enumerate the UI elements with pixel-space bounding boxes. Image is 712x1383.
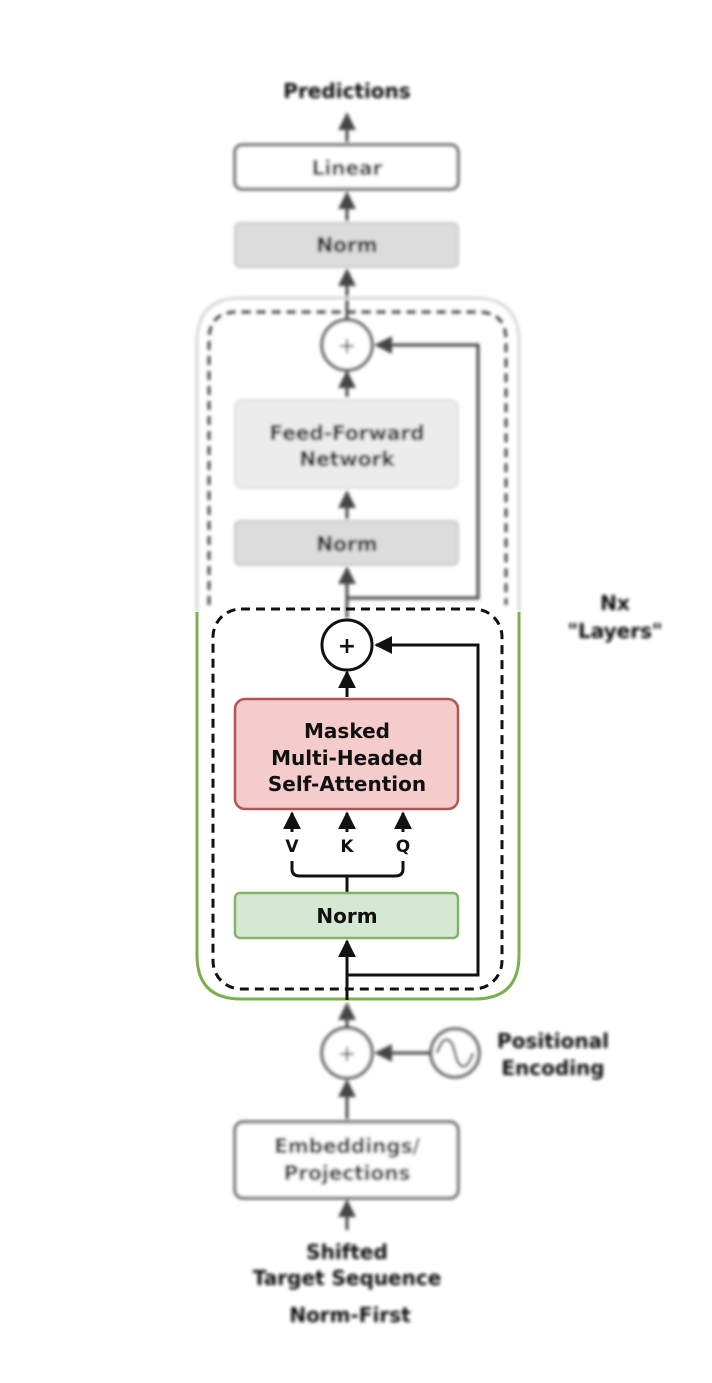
upper-section: Predictions Linear Norm + Feed-Forward N… [195,79,521,618]
key-input-label: K [340,837,354,857]
predictions-label: Predictions [283,79,410,103]
input-label-1: Shifted [306,1240,388,1264]
mhsa-label-3: Self-Attention [268,772,426,796]
plus-positional: + [320,1026,374,1080]
input-label-2: Target Sequence [253,1266,442,1290]
lower-section: + Positional Encoding Embeddings/ Projec… [233,1002,609,1327]
embeddings-label-1: Embeddings/ [274,1134,420,1158]
embeddings-block: Embeddings/ Projections [233,1120,460,1200]
norm-ffn-label: Norm [316,532,377,556]
norm-ffn-block: Norm [234,520,459,566]
svg-text:+: + [338,334,356,359]
norm-attention-block: Norm [233,891,460,940]
nx-layers-label: Nx "Layers" [568,591,663,643]
linear-label: Linear [312,156,383,180]
query-input-label: Q [396,837,410,857]
mhsa-label-1: Masked [304,719,390,743]
diagram-caption: Norm-First [289,1303,411,1327]
positional-encoding-label-1: Positional [497,1029,609,1053]
ffn-label-2: Network [299,447,395,471]
norm-top-label: Norm [316,233,377,257]
masked-self-attention-block: Masked Multi-Headed Self-Attention [233,697,460,811]
norm-top-block: Norm [234,222,459,268]
positional-encoding-label-2: Encoding [501,1056,604,1080]
svg-text:+: + [338,1042,356,1067]
ffn-label-1: Feed-Forward [269,421,424,445]
attention-sublayer: + Masked Multi-Headed Self-Attention V K… [195,607,521,1001]
linear-block: Linear [233,143,460,191]
positional-encoding-icon [429,1027,481,1079]
plus-attention: + [320,618,374,672]
mhsa-label-2: Multi-Headed [271,746,423,770]
svg-text:Nx: Nx [600,591,630,615]
plus-ffn: + [320,318,374,372]
value-input-label: V [285,837,299,857]
norm-attention-label: Norm [316,904,377,928]
embeddings-label-2: Projections [284,1161,411,1185]
svg-text:"Layers": "Layers" [568,619,663,643]
ffn-block: Feed-Forward Network [234,399,459,489]
svg-text:+: + [338,634,356,659]
